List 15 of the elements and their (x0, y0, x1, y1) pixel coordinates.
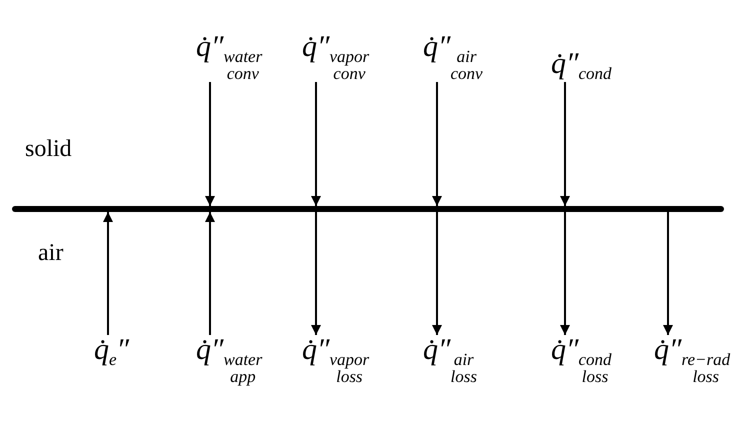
arrow (432, 212, 442, 335)
arrow (311, 212, 321, 335)
arrow (103, 212, 113, 335)
region-label: solid (25, 136, 72, 162)
arrow (311, 82, 321, 206)
arrow (663, 212, 673, 335)
heat-flux-label: q̇″$_{cond}$ (551, 49, 612, 82)
arrow (205, 212, 215, 335)
heat-flux-label: q̇$_{e}$″ (94, 335, 130, 368)
interface-line (12, 206, 724, 212)
arrow (560, 212, 570, 335)
arrow (560, 82, 570, 206)
arrow (432, 82, 442, 206)
region-label: air (38, 240, 64, 266)
arrow (205, 82, 215, 206)
